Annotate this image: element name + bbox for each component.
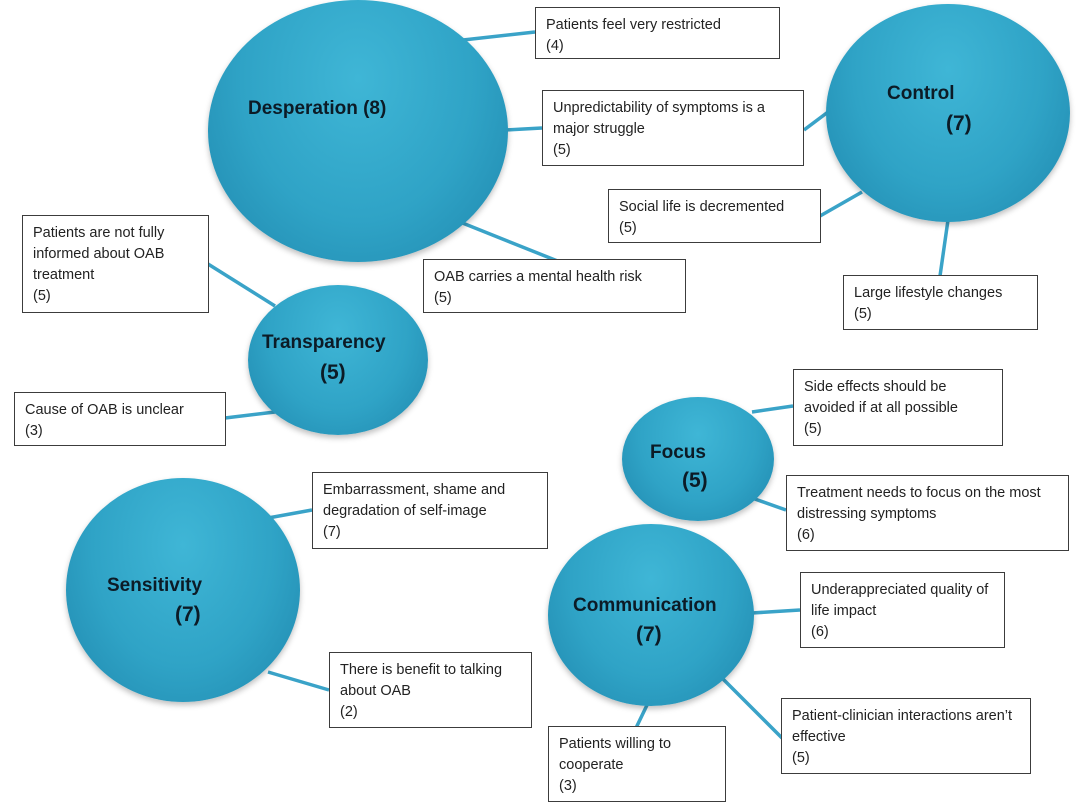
connector-sensitivity-embarrassment — [267, 508, 313, 520]
subtheme-text: Patients are not fully informed about OA… — [33, 225, 165, 283]
theme-focus: Focus (5) — [622, 397, 774, 521]
subtheme-text: Side effects should be avoided if at all… — [804, 379, 958, 416]
connector-desperation-mental-health — [459, 220, 561, 264]
subtheme-cooperate: Patients willing to cooperate (3) — [548, 726, 726, 802]
theme-control-title: Control — [887, 83, 955, 104]
theme-communication: Communication (7) — [548, 524, 754, 706]
connector-control-unpredictability — [802, 110, 830, 132]
subtheme-text: Social life is decremented — [619, 199, 785, 215]
connector-transparency-not-informed — [207, 262, 276, 308]
subtheme-text: Patients willing to cooperate — [559, 736, 672, 773]
connector-transparency-cause-unclear — [224, 410, 276, 420]
subtheme-social-life: Social life is decremented (5) — [608, 189, 821, 243]
connector-focus-distressing — [751, 496, 787, 512]
subtheme-restricted: Patients feel very restricted (4) — [535, 7, 780, 59]
subtheme-underappreciated: Underappreciated quality of life impact … — [800, 572, 1005, 648]
subtheme-text: Embarrassment, shame and degradation of … — [323, 482, 506, 519]
connector-communication-cooperate — [634, 702, 650, 729]
subtheme-count: (2) — [340, 704, 358, 720]
subtheme-text: Patients feel very restricted — [546, 17, 721, 33]
theme-control-count: (7) — [946, 112, 972, 135]
subtheme-lifestyle: Large lifestyle changes (5) — [843, 275, 1038, 330]
subtheme-interactions: Patient-clinician interactions aren’t ef… — [781, 698, 1031, 774]
subtheme-count: (3) — [559, 778, 577, 794]
subtheme-count: (3) — [25, 423, 43, 439]
connector-communication-underappreciated — [751, 608, 801, 615]
theme-focus-title: Focus — [650, 442, 706, 463]
subtheme-not-informed: Patients are not fully informed about OA… — [22, 215, 209, 313]
subtheme-count: (5) — [33, 288, 51, 304]
subtheme-distressing: Treatment needs to focus on the most dis… — [786, 475, 1069, 551]
subtheme-text: OAB carries a mental health risk — [434, 269, 642, 285]
theme-communication-title: Communication — [573, 595, 717, 616]
subtheme-count: (5) — [804, 421, 822, 437]
connector-desperation-unpredictability — [504, 126, 543, 132]
theme-transparency-count: (5) — [320, 361, 346, 384]
theme-desperation: Desperation (8) — [208, 0, 508, 262]
connector-communication-interactions — [720, 676, 784, 740]
subtheme-count: (5) — [792, 750, 810, 766]
subtheme-count: (7) — [323, 524, 341, 540]
subtheme-cause-unclear: Cause of OAB is unclear (3) — [14, 392, 226, 446]
subtheme-text: Large lifestyle changes — [854, 285, 1003, 301]
subtheme-text: Patient-clinician interactions aren’t ef… — [792, 708, 1013, 745]
subtheme-mental-health: OAB carries a mental health risk (5) — [423, 259, 686, 313]
subtheme-text: Cause of OAB is unclear — [25, 402, 184, 418]
connector-focus-side-effects — [751, 404, 794, 414]
connector-desperation-restricted — [462, 30, 536, 42]
subtheme-embarrassment: Embarrassment, shame and degradation of … — [312, 472, 548, 549]
subtheme-count: (4) — [546, 38, 564, 54]
subtheme-count: (5) — [553, 142, 571, 158]
subtheme-count: (5) — [619, 220, 637, 236]
subtheme-count: (5) — [854, 306, 872, 322]
subtheme-count: (5) — [434, 290, 452, 306]
theme-focus-count: (5) — [682, 469, 708, 492]
subtheme-text: Underappreciated quality of life impact — [811, 582, 989, 619]
subtheme-count: (6) — [797, 527, 815, 543]
subtheme-unpredictability: Unpredictability of symptoms is a major … — [542, 90, 804, 166]
subtheme-text: There is benefit to talking about OAB — [340, 662, 503, 699]
theme-desperation-title: Desperation (8) — [248, 98, 387, 119]
subtheme-side-effects: Side effects should be avoided if at all… — [793, 369, 1003, 446]
theme-sensitivity-title: Sensitivity — [107, 575, 203, 596]
connector-control-lifestyle — [938, 219, 950, 277]
subtheme-text: Treatment needs to focus on the most dis… — [797, 485, 1041, 522]
subtheme-benefit-talking: There is benefit to talking about OAB (2… — [329, 652, 532, 728]
theme-transparency: Transparency (5) — [248, 285, 428, 435]
subtheme-text: Unpredictability of symptoms is a major … — [553, 100, 765, 137]
theme-sensitivity-count: (7) — [175, 603, 201, 626]
connector-sensitivity-benefit-talking — [267, 670, 330, 692]
theme-control: Control (7) — [826, 4, 1070, 222]
subtheme-count: (6) — [811, 624, 829, 640]
theme-sensitivity: Sensitivity (7) — [66, 478, 300, 702]
connector-control-social-life — [819, 190, 863, 218]
theme-transparency-title: Transparency — [262, 332, 386, 353]
theme-communication-count: (7) — [636, 623, 662, 646]
